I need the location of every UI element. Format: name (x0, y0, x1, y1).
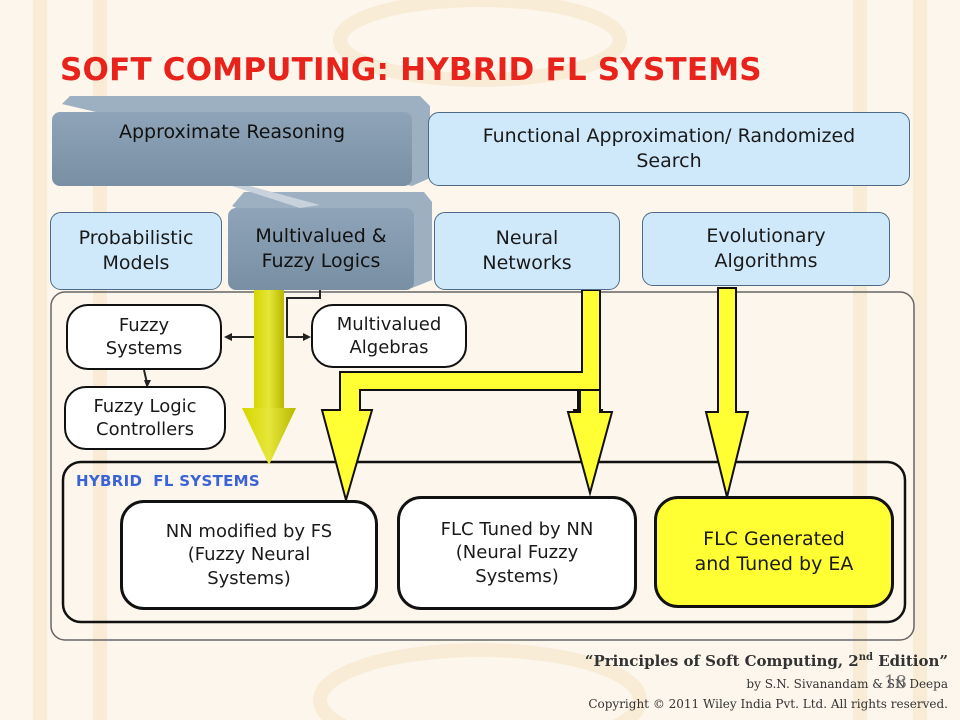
outer-frame (50, 291, 915, 641)
neural-networks-box: Neural Networks (434, 212, 620, 290)
page-title: SOFT COMPUTING: HYBRID FL SYSTEMS (60, 52, 762, 88)
probabilistic-models-label: Probabilistic Models (78, 227, 194, 274)
citation-book-edition: Edition” (872, 652, 948, 670)
evolutionary-down-arrow (704, 287, 750, 498)
evolutionary-algorithms-box: Evolutionary Algorithms (642, 212, 890, 286)
fuzzy-logic-controllers-label: Fuzzy Logic Controllers (93, 395, 197, 440)
multivalued-algebras-label: Multivalued Algebras (336, 313, 442, 358)
fuzzy-systems-label: Fuzzy Systems (105, 314, 183, 359)
book-citation: “Principles of Soft Computing, 2nd Editi… (585, 652, 948, 670)
evolutionary-algorithms-label: Evolutionary Algorithms (706, 225, 826, 272)
fuzzy-systems-box: Fuzzy Systems (66, 304, 222, 370)
probabilistic-models-box: Probabilistic Models (50, 212, 222, 290)
flc-generated-tuned-by-ea-label: FLC Generated and Tuned by EA (694, 528, 854, 575)
nn-modified-by-fs-box: NN modified by FS (Fuzzy Neural Systems) (120, 500, 378, 610)
approx-to-multivalued-link (232, 186, 320, 208)
functional-approximation-box: Functional Approximation/ Randomized Sea… (428, 112, 910, 186)
flc-tuned-by-nn-label: FLC Tuned by NN (Neural Fuzzy Systems) (440, 518, 594, 587)
neural-down-arrow (566, 389, 614, 497)
hybrid-fl-systems-label: HYBRID FL SYSTEMS (76, 472, 260, 490)
nn-modified-by-fs-label: NN modified by FS (Fuzzy Neural Systems) (165, 520, 333, 589)
flc-tuned-by-nn-box: FLC Tuned by NN (Neural Fuzzy Systems) (397, 496, 637, 610)
fuzzy-logic-controllers-box: Fuzzy Logic Controllers (64, 386, 226, 450)
page-number: 18 (884, 672, 907, 693)
citation-book-title: “Principles of Soft Computing, 2 (584, 652, 859, 670)
multivalued-fuzzy-logics-box: Multivalued & Fuzzy Logics (228, 208, 414, 290)
neural-networks-label: Neural Networks (482, 227, 572, 274)
flc-generated-tuned-by-ea-box: FLC Generated and Tuned by EA (654, 496, 894, 608)
neural-network-arrows (320, 289, 604, 504)
multivalued-algebras-box: Multivalued Algebras (311, 304, 467, 368)
citation-superscript: nd (858, 652, 873, 663)
functional-approximation-label: Functional Approximation/ Randomized Sea… (482, 125, 856, 172)
hybrid-frame (61, 460, 907, 624)
multivalued-fuzzy-logics-label: Multivalued & Fuzzy Logics (255, 225, 387, 272)
multivalued-down-arrow (242, 290, 296, 465)
approximate-reasoning-label: Approximate Reasoning (118, 121, 346, 143)
citation-authors: by S.N. Sivanandam & SN Deepa (746, 677, 948, 691)
approximate-reasoning-box: Approximate Reasoning (52, 112, 412, 186)
citation-copyright: Copyright © 2011 Wiley India Pvt. Ltd. A… (588, 697, 948, 711)
